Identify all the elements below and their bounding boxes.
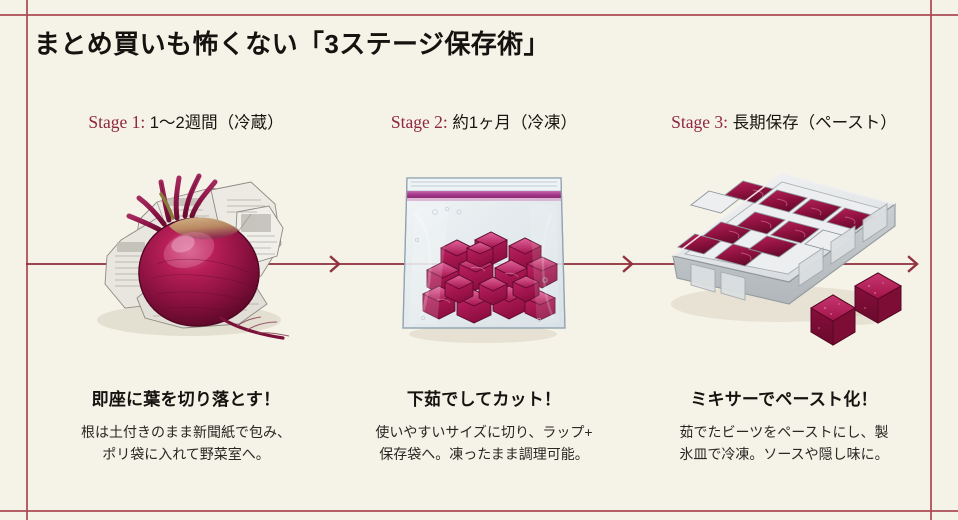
caption-heading-3: ミキサーでペースト化！ <box>690 390 878 409</box>
stage-column-3: Stage 3: 長期保存（ペースト） <box>634 112 934 352</box>
caption-block-2: 下茹でしてカット！ 使いやすいサイズに切り、ラップ+ 保存袋へ。凍ったまま調理可… <box>334 385 634 465</box>
caption-heading-2: 下茹でしてカット！ <box>406 390 562 409</box>
caption-heading-1: 即座に葉を切り落とす！ <box>91 390 281 409</box>
chevron-right-arrow-icon-1 <box>325 254 345 274</box>
illustration-zip-bag-with-diced-beets <box>334 152 634 352</box>
stage-column-2: Stage 2: 約1ヶ月（冷凍） <box>334 112 634 352</box>
stage-label-3: Stage 3: 長期保存（ペースト） <box>634 112 934 134</box>
page-title: まとめ買いも怖くない「3ステージ保存術」 <box>34 29 550 59</box>
stage-duration-3: 長期保存（ペースト） <box>728 114 897 132</box>
illustration-beet-wrapped-in-newspaper <box>36 152 336 352</box>
caption-line: 保存袋へ。凍ったまま調理可能。 <box>379 445 589 462</box>
chevron-right-arrow-icon-2 <box>618 254 638 274</box>
caption-line: 茹でたビーツをペーストにし、製 <box>679 424 889 440</box>
stage-label-1: Stage 1: 1〜2週間（冷蔵） <box>36 112 336 134</box>
caption-block-3: ミキサーでペースト化！ 茹でたビーツをペーストにし、製 氷皿で冷凍。ソースや隠し… <box>634 385 934 465</box>
caption-body-3: 茹でたビーツをペーストにし、製 氷皿で冷凍。ソースや隠し味に。 <box>634 422 934 465</box>
stage-key-2: Stage 2: <box>390 112 448 132</box>
caption-line: 根は土付きのまま新聞紙で包み、 <box>81 424 291 440</box>
frame-rule-left <box>26 0 28 520</box>
caption-body-2: 使いやすいサイズに切り、ラップ+ 保存袋へ。凍ったまま調理可能。 <box>334 422 634 465</box>
stage-key-1: Stage 1: <box>88 112 146 132</box>
caption-line: ポリ袋に入れて野菜室へ。 <box>102 445 270 462</box>
frame-rule-right <box>930 0 932 520</box>
stage-column-1: Stage 1: 1〜2週間（冷蔵） <box>36 112 336 352</box>
chevron-right-arrow-icon-3 <box>903 254 923 274</box>
stage-label-2: Stage 2: 約1ヶ月（冷凍） <box>334 112 634 134</box>
stage-duration-2: 約1ヶ月（冷凍） <box>447 114 578 132</box>
stage-duration-1: 1〜2週間（冷蔵） <box>145 114 284 132</box>
caption-line: 使いやすいサイズに切り、ラップ+ <box>375 424 593 440</box>
caption-line: 氷皿で冷凍。ソースや隠し味に。 <box>679 445 889 462</box>
illustration-ice-cube-tray-with-beet-paste <box>634 152 934 352</box>
stage-key-3: Stage 3: <box>671 112 729 132</box>
frame-rule-top <box>0 14 958 16</box>
caption-block-1: 即座に葉を切り落とす！ 根は土付きのまま新聞紙で包み、 ポリ袋に入れて野菜室へ。 <box>36 385 336 465</box>
caption-body-1: 根は土付きのまま新聞紙で包み、 ポリ袋に入れて野菜室へ。 <box>36 422 336 465</box>
frame-rule-bottom <box>0 510 958 512</box>
